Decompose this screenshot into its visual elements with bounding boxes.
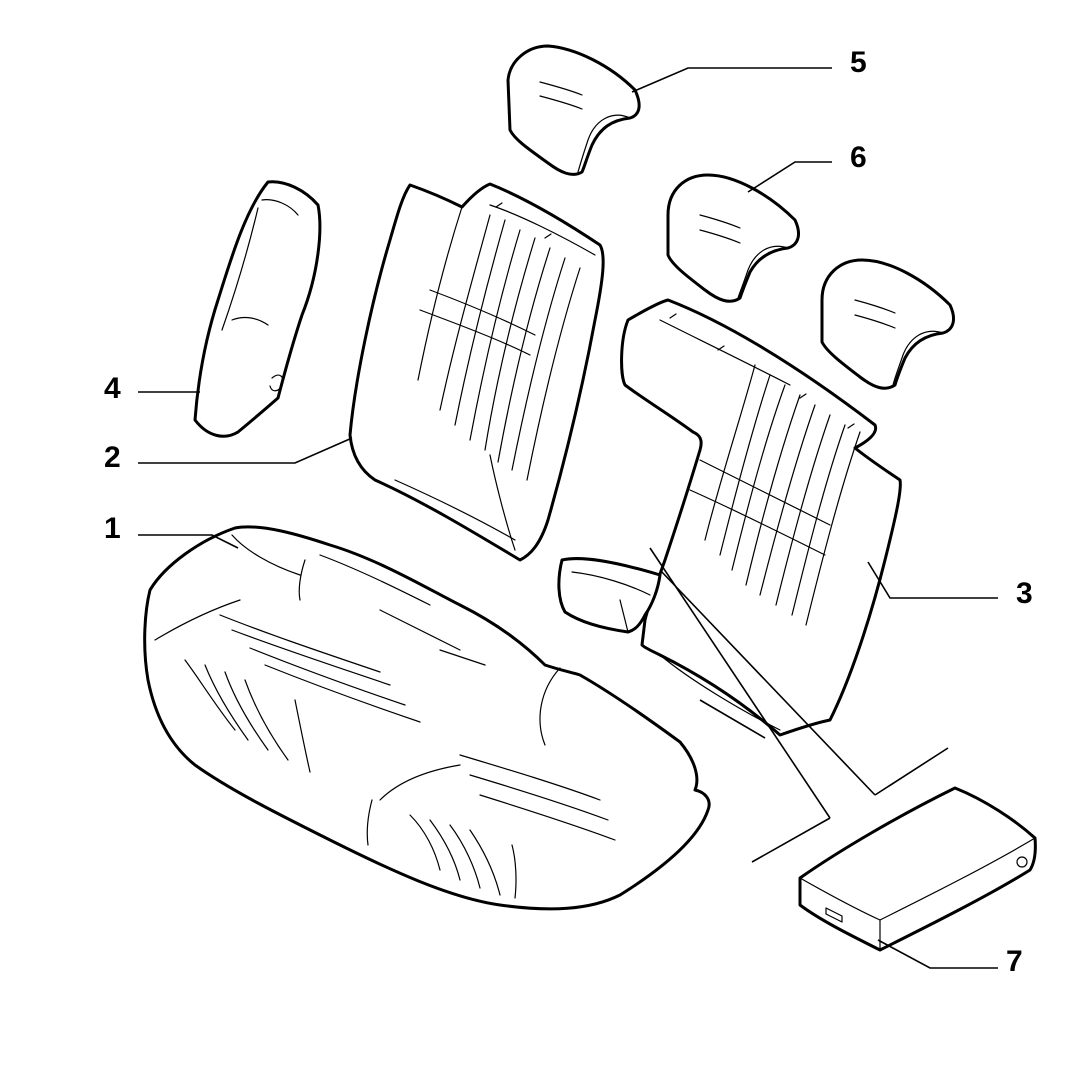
- callout-6: 6: [850, 141, 867, 174]
- headrest-right[interactable]: [820, 258, 955, 390]
- assembly-guide-lines: [649, 547, 949, 863]
- part-1-seat-cushion[interactable]: [143, 525, 711, 911]
- part-3-right-seat-back[interactable]: [620, 298, 902, 737]
- callout-5: 5: [850, 46, 867, 79]
- callout-4: 4: [104, 372, 121, 405]
- armrest-flap[interactable]: [557, 557, 662, 634]
- leader-1: [138, 534, 239, 549]
- leader-6: [747, 161, 832, 193]
- leader-7: [877, 939, 998, 969]
- part-7-box[interactable]: [798, 786, 1037, 952]
- leader-2: [138, 437, 353, 464]
- part-4-side-bolster[interactable]: [193, 180, 322, 438]
- leader-lines: [138, 67, 998, 969]
- callout-labels: 5 6 4 2 1 3 7: [104, 46, 1033, 978]
- part-6-headrest-middle[interactable]: [666, 173, 800, 303]
- callout-7: 7: [1006, 945, 1023, 978]
- callout-1: 1: [104, 512, 121, 545]
- part-5-headrest-upper[interactable]: [506, 44, 641, 176]
- callout-2: 2: [104, 441, 121, 474]
- leader-3: [867, 561, 998, 599]
- part-2-left-seat-back[interactable]: [348, 182, 605, 562]
- callout-3: 3: [1016, 577, 1033, 610]
- leader-5: [631, 67, 832, 93]
